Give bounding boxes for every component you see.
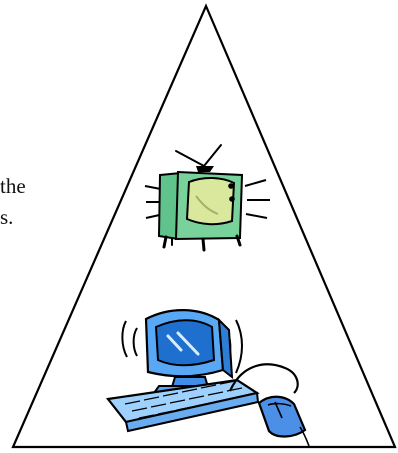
vintage-television-icon [145, 145, 270, 250]
desktop-computer-icon [108, 310, 258, 431]
